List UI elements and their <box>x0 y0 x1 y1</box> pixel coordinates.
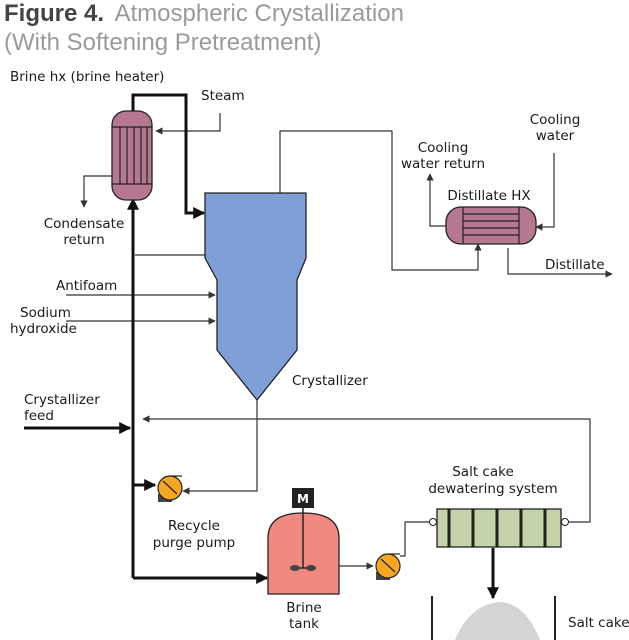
filtrate-return-line <box>142 415 591 523</box>
distillate-label: Distillate <box>545 257 605 273</box>
brine-heater <box>111 110 153 201</box>
condensate-label-2: return <box>63 232 104 248</box>
brine-hx-label: Brine hx (brine heater) <box>10 69 164 85</box>
sodium-label-1: Sodium <box>20 305 71 321</box>
cooling-water-label-2: water <box>536 128 575 144</box>
recycle-purge-pump <box>157 475 183 502</box>
figure-title: Figure 4. Atmospheric Crystallization <box>4 0 404 27</box>
dewatering-label-2: dewatering system <box>428 481 557 497</box>
dewatering-system <box>429 508 569 548</box>
cooling-return-label-1: Cooling <box>418 140 469 156</box>
salt-cake-bin <box>431 596 556 640</box>
mixer-motor: M <box>292 488 314 508</box>
recycle-pump-label-1: Recycle <box>168 518 220 534</box>
crystallizer-label: Crystallizer <box>292 373 368 389</box>
heated-brine-line <box>131 93 206 219</box>
condensate-line <box>80 175 112 208</box>
crystallizer-outlet-line <box>182 400 258 495</box>
antifoam-label: Antifoam <box>56 278 117 294</box>
crystallizer-feed-label-1: Crystallizer <box>24 392 100 408</box>
vapor-line <box>279 130 482 271</box>
steam-line <box>155 113 221 135</box>
brine-tank-label-2: tank <box>289 616 319 632</box>
distillate-hx-label: Distillate HX <box>447 188 530 204</box>
crystallizer-feed-label-2: feed <box>24 408 54 424</box>
cooling-water-label-1: Cooling <box>530 112 581 128</box>
pump-discharge-line <box>400 518 438 557</box>
distillate-hx <box>445 206 537 245</box>
distillate-line <box>507 248 613 278</box>
figure-title-line1: Atmospheric Crystallization <box>114 0 403 27</box>
figure-title-line2: (With Softening Pretreatment) <box>4 29 321 56</box>
transfer-pump <box>375 553 401 580</box>
mixer-motor-label: M <box>297 492 309 506</box>
figure-number: Figure 4. <box>4 0 104 27</box>
crystallizer-vessel <box>204 192 307 402</box>
salt-cake-label: Salt cake <box>568 615 629 631</box>
recycle-pump-label-2: purge pump <box>153 535 235 551</box>
dewatering-label-1: Salt cake <box>452 464 514 480</box>
cooling-water-line <box>535 153 555 231</box>
steam-label: Steam <box>201 88 245 104</box>
brine-tank <box>267 506 340 595</box>
condensate-label-1: Condensate <box>44 216 125 232</box>
brine-tank-label-1: Brine <box>286 600 321 616</box>
cooling-return-line <box>426 173 447 227</box>
cooling-return-label-2: water return <box>401 156 485 172</box>
sodium-label-2: hydroxide <box>10 321 77 337</box>
